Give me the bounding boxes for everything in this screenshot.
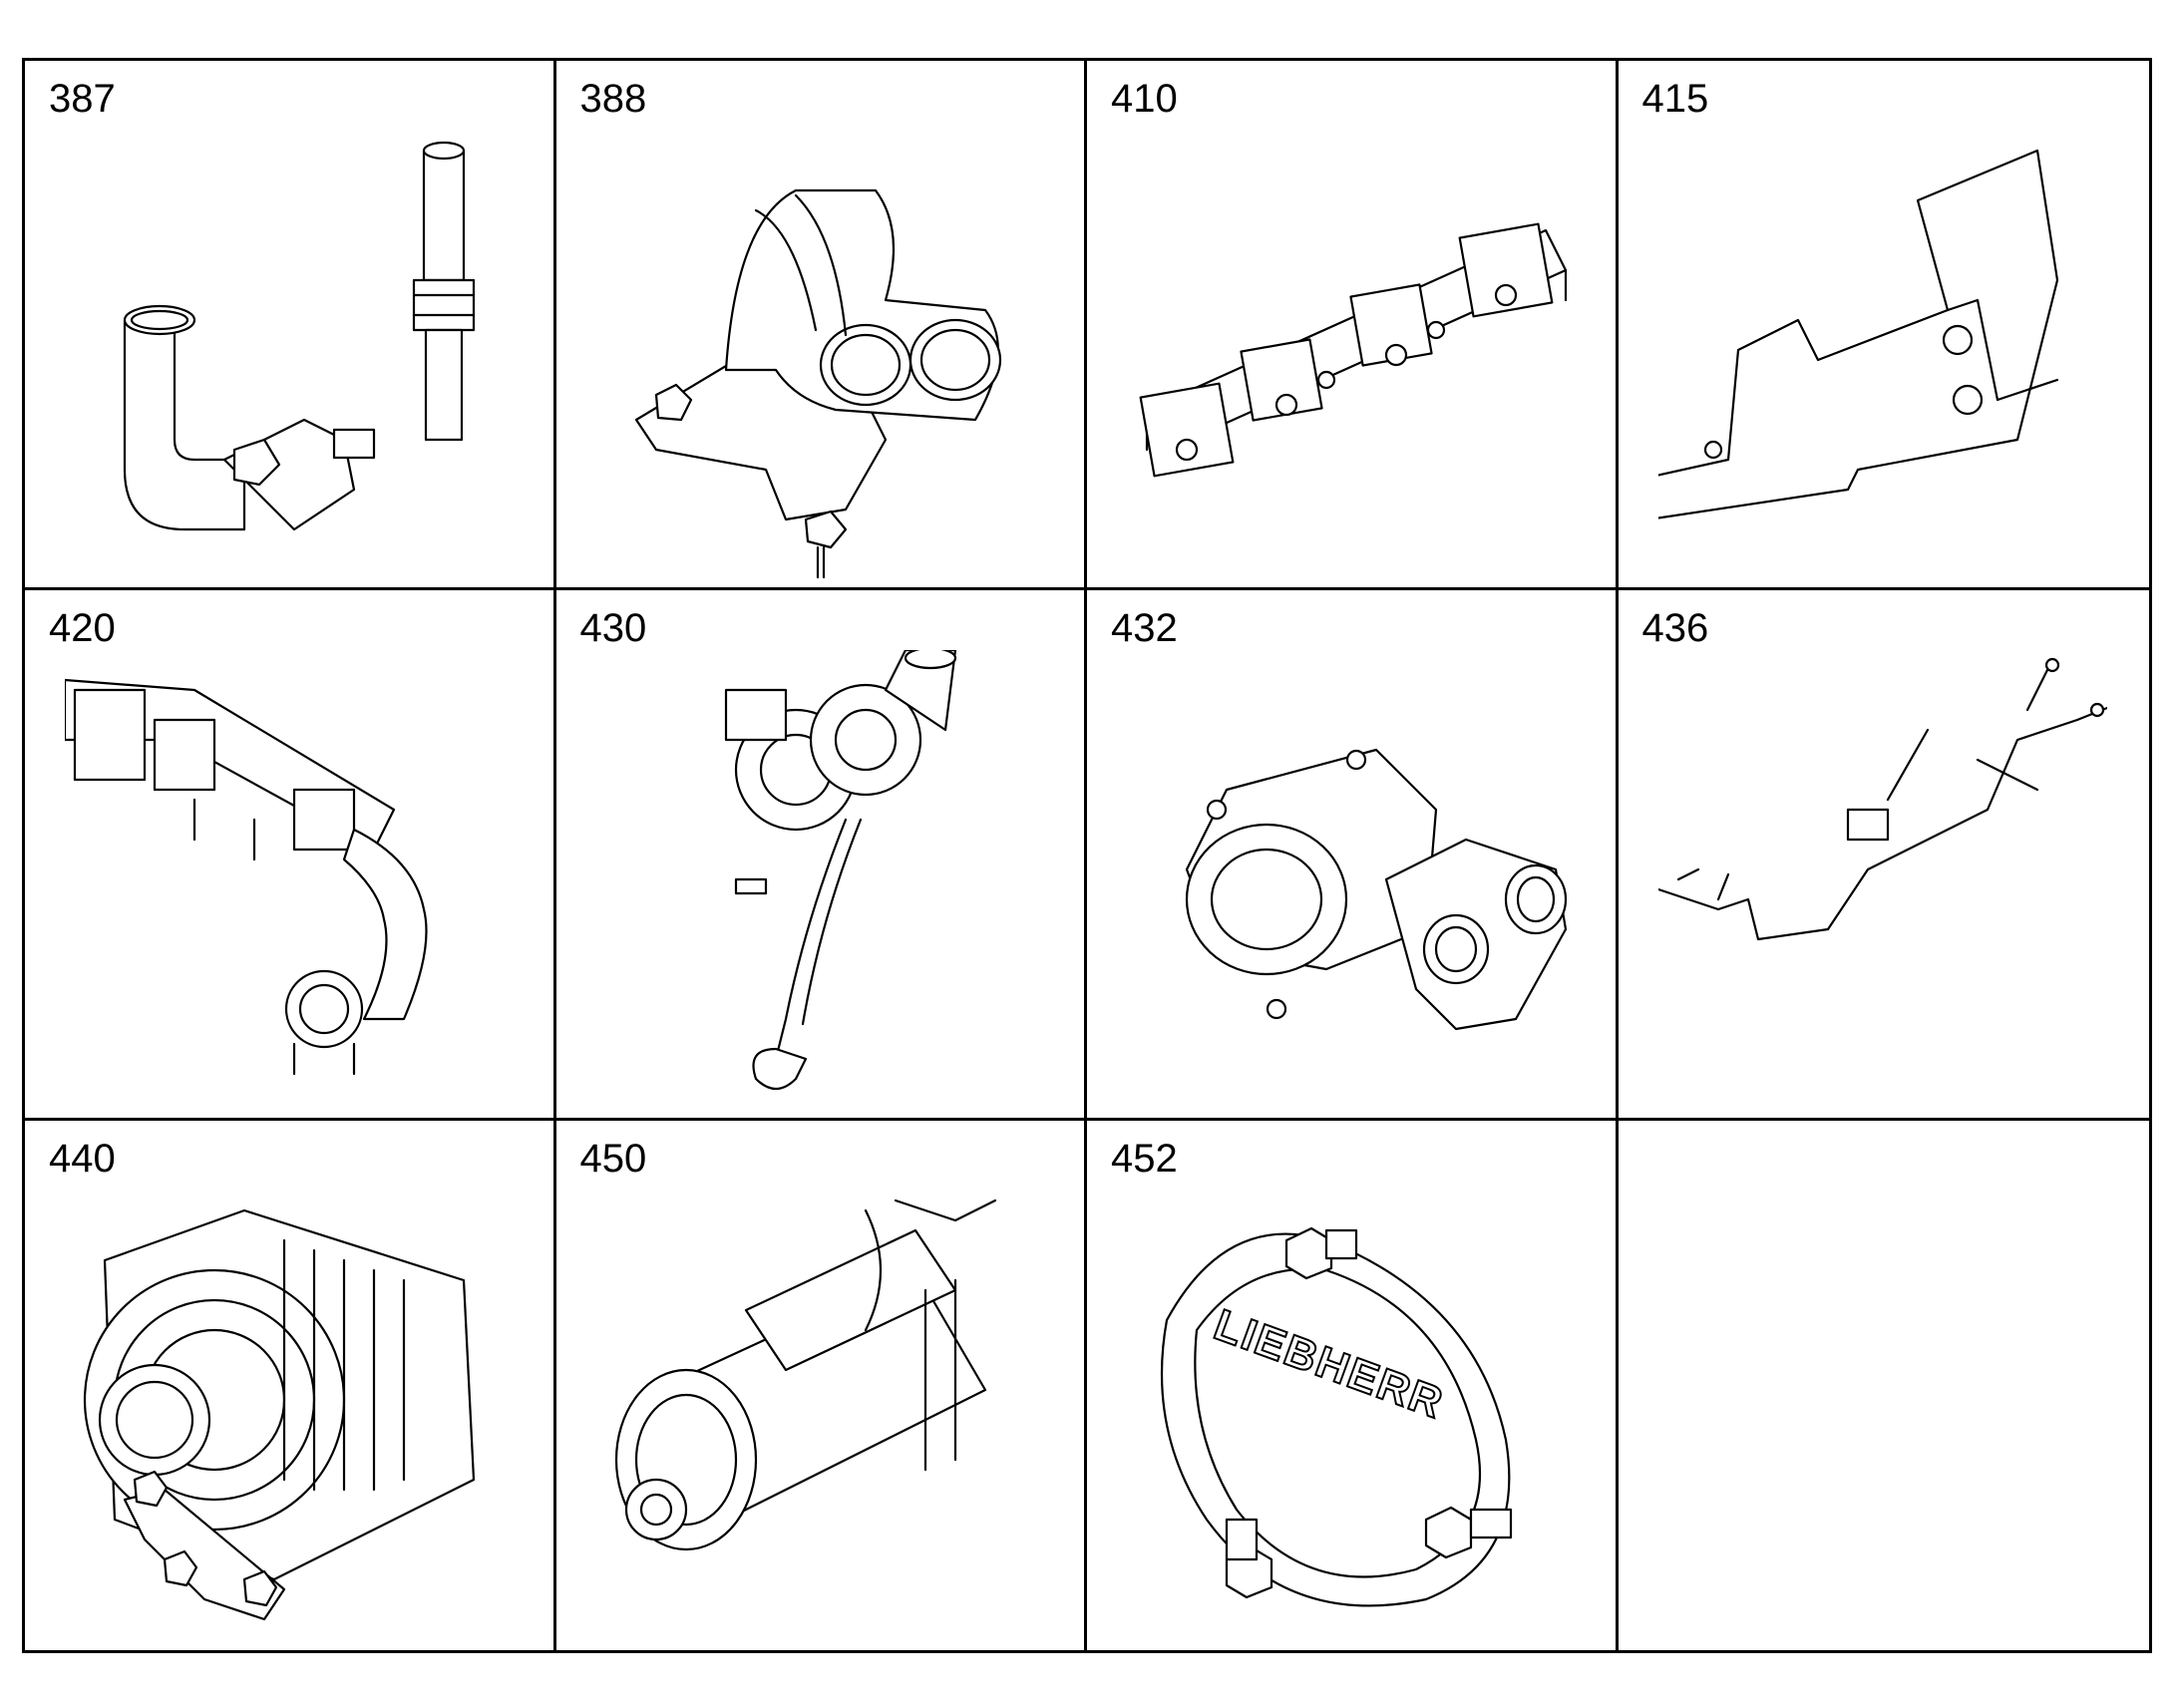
starter-motor-icon <box>596 1181 1045 1639</box>
empty-cell <box>1619 1121 2150 1650</box>
part-cell-440[interactable]: 440 <box>25 1120 556 1650</box>
part-number: 430 <box>579 606 647 651</box>
parts-grid: 387 388 <box>22 58 2152 1653</box>
part-number: 388 <box>579 77 647 121</box>
part-number: 420 <box>49 606 116 651</box>
exhaust-manifold-icon <box>596 121 1045 579</box>
egr-assembly-icon <box>63 650 514 1109</box>
alternator-icon <box>65 1181 514 1639</box>
part-cell-420[interactable]: 420 <box>25 590 556 1121</box>
turbo-housing-icon <box>1127 650 1576 1109</box>
part-cell-410[interactable]: 410 <box>1087 61 1619 591</box>
cover-plate-icon: LIEBHERR <box>1127 1181 1576 1639</box>
elbow-pipe-and-sensor-icon <box>65 121 514 579</box>
part-cell-388[interactable]: 388 <box>555 61 1087 591</box>
part-number: 432 <box>1111 606 1178 651</box>
wiring-harness-icon <box>1656 650 2128 1109</box>
intake-rail-icon <box>1127 121 1576 579</box>
part-number: 410 <box>1111 77 1178 121</box>
part-number: 450 <box>579 1136 647 1181</box>
part-cell-436[interactable]: 436 <box>1618 590 2149 1121</box>
part-cell-387[interactable]: 387 <box>25 61 556 591</box>
part-cell-450[interactable]: 450 <box>556 1120 1087 1650</box>
part-number: 452 <box>1111 1136 1178 1181</box>
heat-shield-icon <box>1636 121 2107 579</box>
turbocharger-icon <box>596 647 1045 1109</box>
part-number: 387 <box>49 77 116 121</box>
part-cell-452[interactable]: 452 LIEBHERR <box>1087 1120 1619 1650</box>
part-cell-415[interactable]: 415 <box>1618 61 2149 591</box>
part-number: 440 <box>49 1136 116 1181</box>
part-number: 436 <box>1641 606 1709 651</box>
part-number: 415 <box>1641 77 1709 121</box>
part-cell-430[interactable]: 430 <box>555 590 1087 1121</box>
part-cell-432[interactable]: 432 <box>1087 590 1619 1121</box>
